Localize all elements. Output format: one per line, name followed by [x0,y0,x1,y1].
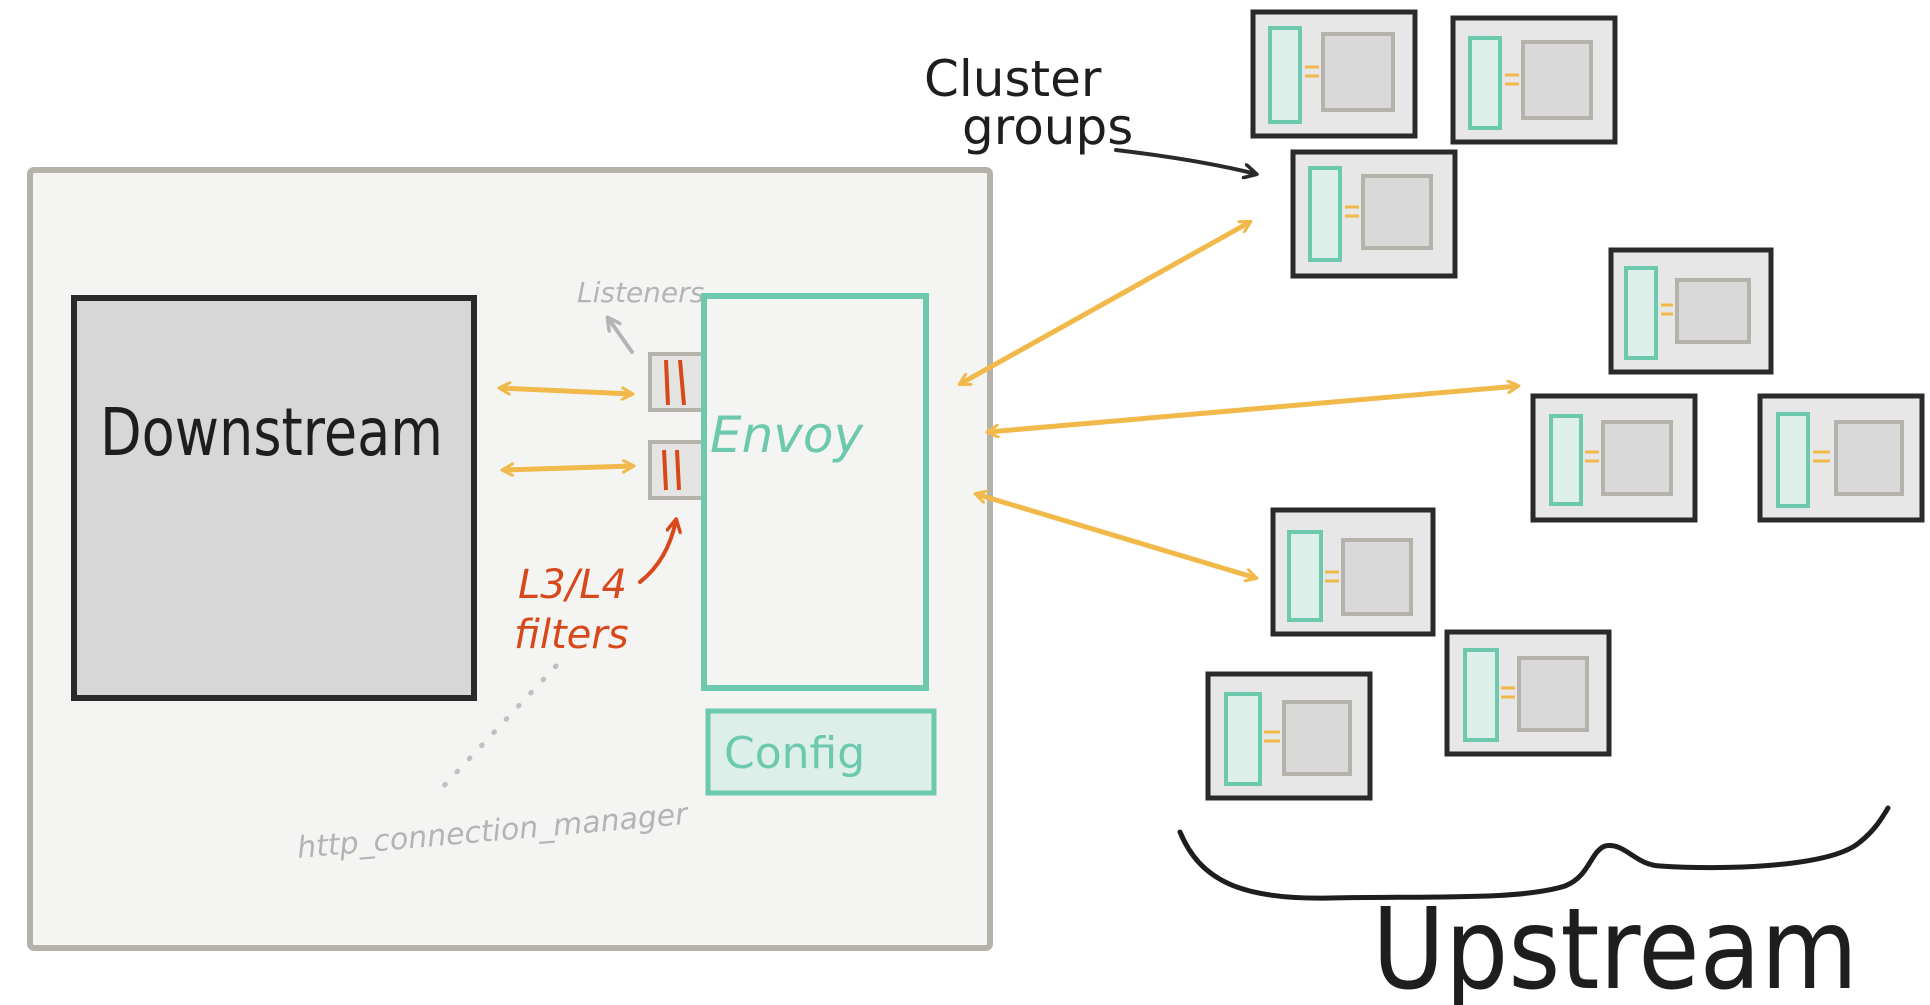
listeners-label: Listeners [577,276,704,309]
listener-2-filter-bar-2 [675,449,681,491]
upstream-brace [1177,805,1891,901]
upstream-host-2 [1450,15,1618,145]
envoy-cluster-arrow-top [960,219,1250,387]
upstream-host-5 [1530,393,1698,523]
envoy-cluster-arrow-middle [988,386,1518,432]
cluster-groups-label-line2: groups [962,98,1133,156]
upstream-host-1 [1250,9,1418,139]
upstream-host-3 [1290,149,1458,279]
http-connection-manager-leader [437,663,559,793]
config-box [705,708,937,796]
listeners-arrow [608,318,634,354]
envoy-label: Envoy [710,406,864,464]
envoy-cluster-arrow-bottom [976,494,1256,578]
upstream-host-7 [1270,507,1436,637]
downstream-box [71,295,477,701]
listener-2-filter-bar-1 [662,449,668,491]
envoy-box [701,293,929,691]
upstream-label: Upstream [1372,885,1858,1005]
filters-label-line2: filters [514,612,629,658]
upstream-host-6 [1757,393,1925,523]
upstream-host-9 [1205,671,1373,801]
config-label: Config [724,728,865,779]
upstream-host-4 [1608,247,1774,375]
downstream-listener-arrow-2 [503,466,633,470]
cluster-groups-label-line1: Cluster [924,50,1102,108]
downstream-label: Downstream [100,394,443,471]
listener-1-filter-bar-2 [678,359,686,406]
cluster-groups-arrow [1114,148,1256,174]
listener-1-filter-bar-1 [664,359,670,406]
filters-arrow [638,520,676,584]
filters-label-line1: L3/L4 [518,562,627,608]
upstream-host-8 [1444,629,1612,757]
downstream-listener-arrow-1 [500,388,632,394]
